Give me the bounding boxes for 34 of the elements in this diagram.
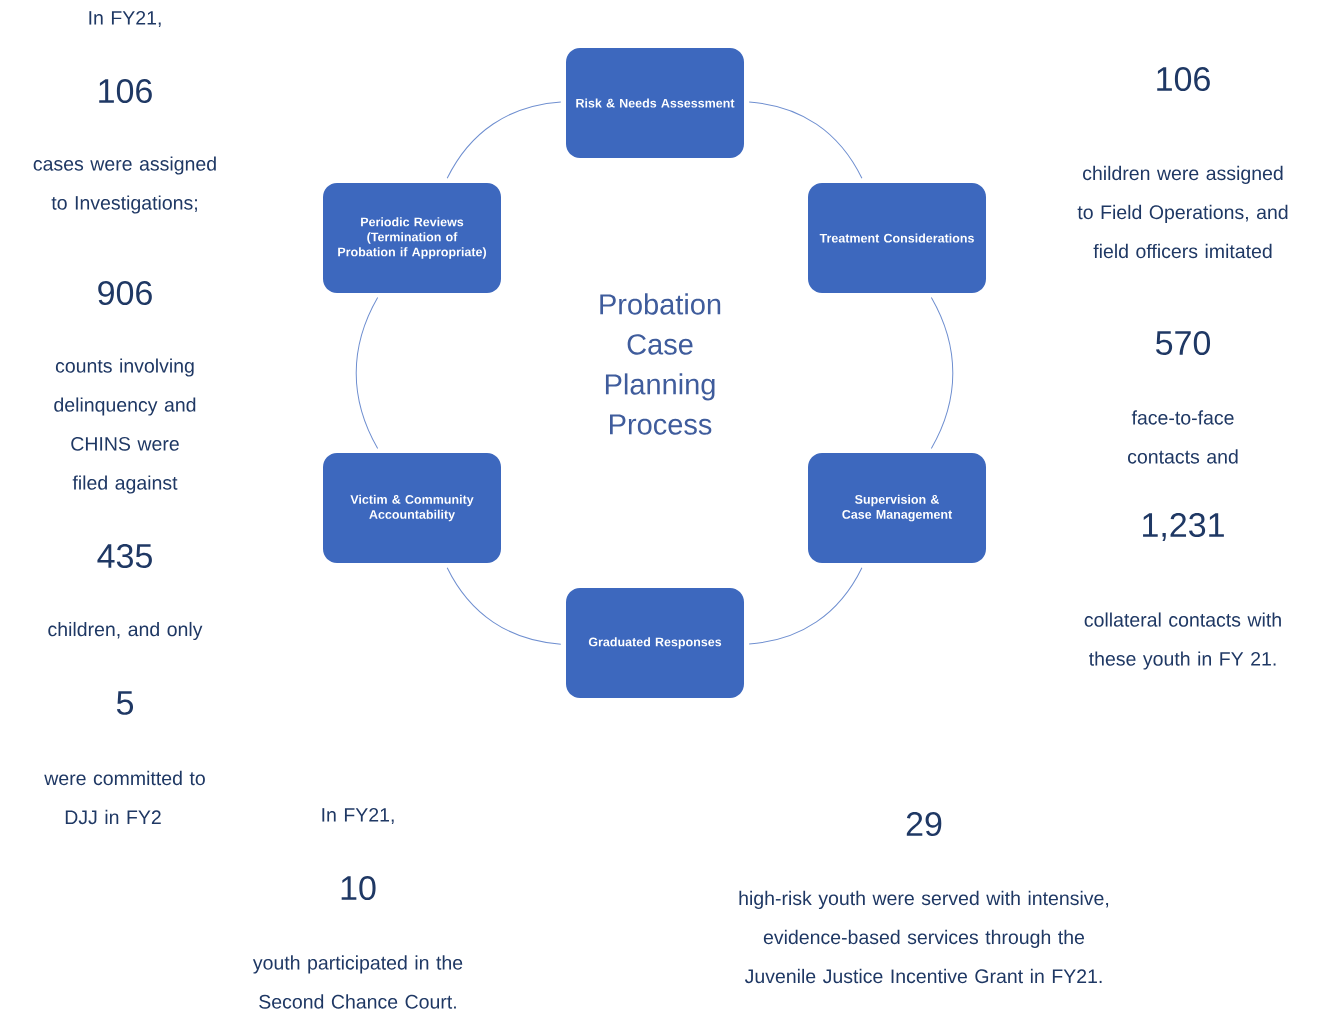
statistic-text: high-risk youth were served with intensive, evidence-based services through the Juvenile Justice Incentive Grant in FY21. — [739, 890, 1109, 984]
connector-arc — [748, 101, 863, 179]
connector-arc — [930, 297, 954, 449]
statistic-text: youth participated in the Second Chance Court. — [252, 955, 463, 1009]
statistic-number: 106 — [1157, 66, 1210, 92]
statistic-text: counts involving delinquency and CHINS were filed against — [54, 358, 196, 494]
statistic-number: 1,231 — [1143, 512, 1224, 542]
statistic-number: 906 — [98, 280, 152, 306]
diagram-heading: Probation Case Planning Process — [600, 293, 721, 435]
connector-arc — [748, 567, 863, 645]
process-box: Supervision & Case Management — [808, 453, 986, 563]
statistic-text: cases were assigned to Investigations; — [33, 156, 216, 214]
connector-arc — [446, 101, 562, 179]
process-box: Treatment Considerations — [808, 183, 986, 293]
statistic-text: In FY21, — [322, 807, 394, 825]
statistic-number: 435 — [97, 543, 152, 569]
statistic-text: children, and only — [48, 621, 203, 641]
process-box: Victim & Community Accountability — [323, 453, 501, 563]
statistic-number: 570 — [1156, 330, 1211, 356]
statistic-text: DJJ in FY2 — [65, 809, 161, 825]
process-box: Risk & Needs Assessment — [566, 48, 744, 158]
statistic-text: collateral contacts with these youth in FY 21. — [1084, 612, 1281, 670]
statistic-text: In FY21, — [89, 10, 161, 28]
statistic-text: face-to-face contacts and — [1128, 410, 1238, 464]
statistic-number: 106 — [99, 78, 152, 104]
statistic-text: children were assigned to Field Operations, and field officers imitated — [1077, 165, 1288, 259]
statistic-number: 29 — [906, 811, 942, 837]
statistic-number: 5 — [116, 691, 134, 715]
process-box: Periodic Reviews (Termination of Probation if Appropriate) — [323, 183, 501, 293]
connector-arc — [355, 297, 379, 449]
connector-arc — [446, 567, 562, 645]
process-box: Graduated Responses — [566, 588, 744, 698]
statistic-text: were committed to — [44, 770, 205, 786]
statistic-number: 10 — [341, 875, 376, 901]
